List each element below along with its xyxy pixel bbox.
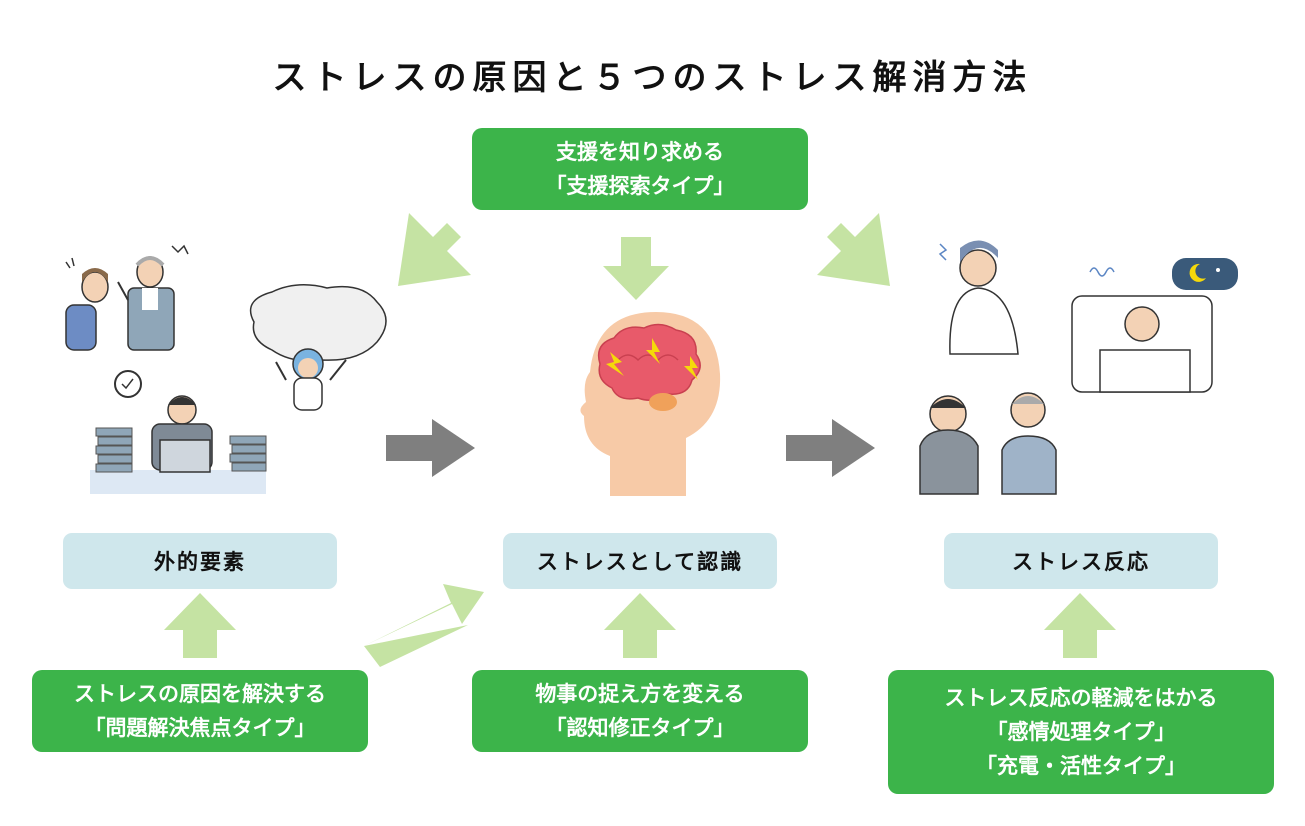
arrow-flow-right (786, 419, 875, 477)
arrow-diagonal (364, 584, 484, 667)
emotion-line3: 「充電・活性タイプ」 (976, 754, 1186, 778)
arrow-up-left (164, 593, 236, 658)
support-seeking-box: 支援を知り求める 「支援探索タイプ」 (472, 128, 808, 210)
stressed-brain-icon (580, 312, 721, 496)
cognitive-line2: 「認知修正タイプ」 (545, 716, 735, 740)
consoling-colleague-icon (919, 392, 1057, 495)
arrow-up-right (1044, 593, 1116, 658)
arrow-up-center (604, 593, 676, 658)
recognition-box: ストレスとして認識 (503, 533, 777, 589)
boss-scolding-icon (65, 244, 189, 351)
emotion-line1: ストレス反応の軽減をはかる (944, 686, 1218, 710)
problem-focus-line2: 「問題解決焦点タイプ」 (84, 716, 316, 740)
external-factor-box: 外的要素 (63, 533, 337, 589)
overworked-desk-icon (90, 370, 267, 494)
cognitive-line1: 物事の捉え方を変える (535, 682, 745, 706)
problem-focus-box: ストレスの原因を解決する 「問題解決焦点タイプ」 (32, 670, 368, 752)
arrow-top-right (812, 213, 890, 286)
problem-focus-line1: ストレスの原因を解決する (74, 682, 326, 706)
support-seeking-line2: 「支援探索タイプ」 (545, 174, 735, 198)
insomnia-bed-icon (1071, 258, 1238, 393)
support-seeking-line1: 支援を知り求める (556, 140, 724, 164)
rock-burden-icon (249, 284, 387, 411)
arrow-flow-left (386, 419, 475, 477)
arrow-top-left (398, 213, 476, 286)
reaction-box: ストレス反応 (944, 533, 1218, 589)
cognitive-box: 物事の捉え方を変える 「認知修正タイプ」 (472, 670, 808, 752)
arrow-top-center (603, 237, 669, 300)
emotion-box: ストレス反応の軽減をはかる 「感情処理タイプ」 「充電・活性タイプ」 (888, 670, 1274, 794)
headache-woman-icon (938, 240, 1019, 355)
emotion-line2: 「感情処理タイプ」 (986, 720, 1176, 744)
page-title: ストレスの原因と５つのストレス解消方法 (272, 58, 1033, 98)
